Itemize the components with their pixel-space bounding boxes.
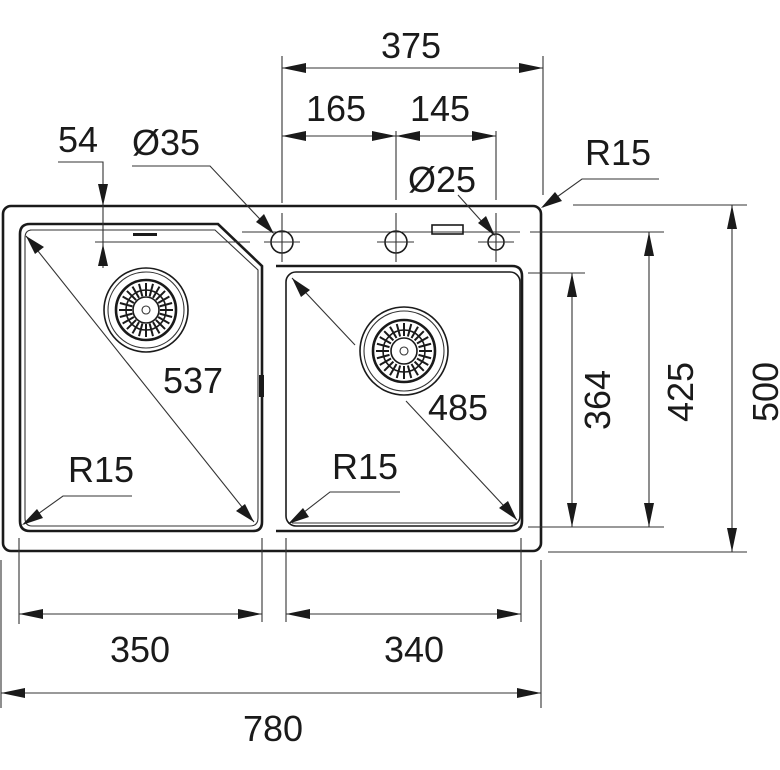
strainer-slot bbox=[413, 360, 425, 372]
strainer-slot bbox=[131, 321, 140, 334]
strainer-slot bbox=[379, 336, 392, 345]
strainer-slot bbox=[155, 290, 166, 301]
overflow-button bbox=[431, 224, 464, 235]
strainer-slot bbox=[122, 316, 135, 325]
strainer-slot bbox=[389, 326, 398, 339]
tap-offset-dimension: 54 bbox=[58, 119, 108, 268]
large-hole-diameter-label: Ø35 bbox=[132, 122, 200, 163]
strainer-slot bbox=[389, 363, 398, 376]
strainer-slot bbox=[126, 319, 137, 330]
bottom-dimensions: 350 340 780 bbox=[0, 538, 542, 749]
left-bowl-rim bbox=[18, 222, 264, 533]
left-bowl-radius-callout: R15 bbox=[22, 449, 134, 525]
left-bowl-inner-line bbox=[24, 229, 259, 527]
left-overflow-slot bbox=[133, 233, 157, 236]
strainer-slot bbox=[157, 295, 170, 304]
strainer-slot bbox=[410, 363, 419, 376]
strainer-slot bbox=[119, 302, 133, 308]
strainer-slot bbox=[148, 323, 154, 337]
right-bowl-width-dimension: 340 bbox=[286, 609, 521, 670]
tap-span-label: 375 bbox=[381, 25, 441, 66]
sink-body bbox=[1, 204, 543, 553]
tap-hole-3 bbox=[478, 213, 514, 262]
small-hole-diameter-label: Ø25 bbox=[408, 159, 476, 200]
tap-spacing-left-dimension: 165 bbox=[282, 88, 396, 141]
strainer-slot bbox=[410, 326, 419, 339]
tap-span-dimension: 375 bbox=[282, 25, 543, 73]
strainer-slot bbox=[418, 342, 432, 349]
left-bowl-depth-dimension: 425 bbox=[644, 232, 701, 527]
strainer-slot bbox=[406, 323, 413, 337]
strainer-slot bbox=[138, 283, 144, 297]
left-bowl-diagonal-dimension: 537 bbox=[25, 235, 255, 523]
strainer-slot bbox=[395, 365, 402, 379]
left-bowl-width-dimension: 350 bbox=[19, 609, 262, 670]
strainer-slot bbox=[383, 330, 395, 342]
right-bowl-depth-label: 364 bbox=[577, 370, 618, 430]
strainer-slot bbox=[418, 353, 432, 360]
strainer-slot bbox=[138, 323, 144, 337]
right-bowl-inner bbox=[285, 271, 521, 527]
overall-width-label: 780 bbox=[243, 708, 303, 749]
right-bowl-diagonal-dimension: 485 bbox=[291, 277, 518, 521]
strainer-slot bbox=[395, 323, 402, 337]
strainer-slot bbox=[406, 365, 413, 379]
small-hole-diameter-callout: Ø25 bbox=[408, 159, 495, 236]
left-bowl-radius-label: R15 bbox=[68, 449, 134, 490]
left-bowl-width-label: 350 bbox=[110, 629, 170, 670]
outer-frame bbox=[1, 204, 543, 553]
strainer-slot bbox=[416, 336, 429, 345]
strainer-slot bbox=[159, 302, 173, 308]
right-bowl-radius-callout: R15 bbox=[288, 446, 400, 524]
strainer-slot bbox=[155, 319, 166, 330]
strainer-slot bbox=[148, 283, 154, 297]
strainer-slot bbox=[131, 286, 140, 299]
side-overflow-mark bbox=[259, 375, 264, 397]
strainer-slot bbox=[152, 286, 161, 299]
tap-spacing-right-label: 145 bbox=[410, 88, 470, 129]
strainer-slot bbox=[376, 353, 390, 360]
right-bowl-diagonal-label: 485 bbox=[428, 387, 488, 428]
tap-hole-1 bbox=[264, 213, 300, 262]
overall-width-dimension: 780 bbox=[1, 688, 541, 749]
right-bowl-width-label: 340 bbox=[384, 629, 444, 670]
strainer-slot bbox=[416, 357, 429, 366]
left-bowl-diagonal-label: 537 bbox=[163, 360, 223, 401]
strainer-slot bbox=[157, 316, 170, 325]
overall-depth-label: 500 bbox=[745, 362, 780, 422]
right-bowl-depth-dimension: 364 bbox=[567, 273, 618, 527]
tap-holes bbox=[264, 213, 514, 262]
strainer-slot bbox=[379, 357, 392, 366]
strainer-slot bbox=[159, 312, 173, 318]
strainer-slot bbox=[122, 295, 135, 304]
outer-radius-callout: R15 bbox=[541, 132, 659, 208]
top-dimensions: 375 165 145 bbox=[281, 25, 544, 203]
tap-spacing-right-dimension: 145 bbox=[396, 88, 496, 141]
strainer-slot bbox=[383, 360, 395, 372]
tap-offset-label: 54 bbox=[58, 119, 98, 160]
left-bowl-depth-label: 425 bbox=[660, 362, 701, 422]
tap-hole-2 bbox=[377, 213, 414, 262]
strainer-slot bbox=[152, 321, 161, 334]
strainer-slot bbox=[376, 342, 390, 349]
overall-depth-dimension: 500 bbox=[727, 205, 780, 552]
large-hole-diameter-callout: Ø35 bbox=[132, 122, 274, 234]
right-drain-strainer-icon bbox=[359, 306, 449, 396]
left-drain-strainer-icon bbox=[103, 267, 189, 353]
strainer-slot bbox=[126, 290, 137, 301]
right-bowl-rim bbox=[276, 264, 524, 533]
tap-spacing-left-label: 165 bbox=[306, 88, 366, 129]
right-dimensions: 364 425 500 bbox=[528, 204, 780, 553]
strainer-slot bbox=[413, 330, 425, 342]
strainer-slot bbox=[119, 312, 133, 318]
right-bowl-radius-label: R15 bbox=[332, 446, 398, 487]
outer-radius-label: R15 bbox=[585, 132, 651, 173]
